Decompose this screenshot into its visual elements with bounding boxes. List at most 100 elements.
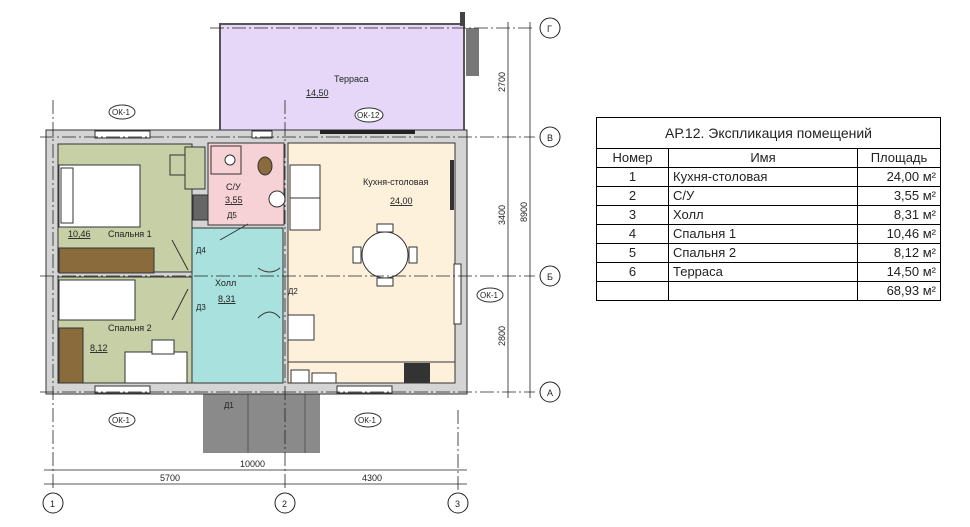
window (251, 130, 273, 139)
terrace-area-value: 14,50 (306, 88, 329, 98)
wardrobe-2 (58, 327, 84, 384)
dim-2700: 2700 (497, 72, 507, 92)
shower-drain (224, 154, 236, 166)
toilet (257, 156, 273, 176)
chair (352, 246, 362, 264)
window (336, 385, 393, 394)
table-total-row: 68,93 м² (596, 281, 941, 301)
cell-area: 10,46 м² (857, 224, 941, 244)
dim-4300: 4300 (362, 473, 382, 483)
counter-appliance (290, 369, 310, 384)
cell-number: 3 (596, 205, 669, 225)
door-d5: Д5 (227, 211, 237, 220)
terrace-door (320, 130, 415, 134)
sink (268, 190, 286, 208)
dim-2800: 2800 (497, 326, 507, 346)
window (453, 263, 462, 325)
hall-name: Холл (215, 278, 236, 288)
door-swings (171, 223, 281, 321)
header-number: Номер (596, 148, 669, 168)
axis-3: 3 (455, 499, 460, 509)
axis-2: 2 (282, 499, 287, 509)
counter-appliance (311, 372, 337, 384)
dining-table (361, 231, 409, 279)
cell-area: 3,55 м² (857, 186, 941, 206)
window-tag: ОК-1 (112, 108, 131, 117)
window (94, 385, 151, 394)
chair-2 (151, 339, 175, 355)
cell-number: 1 (596, 167, 669, 187)
bedroom1-area-value: 10,46 (68, 229, 91, 239)
bathroom-area-value: 3,55 (225, 195, 243, 205)
stove (404, 363, 430, 383)
cell-area: 24,00 м² (857, 167, 941, 187)
door-d1: Д1 (224, 401, 234, 410)
total-area: 68,93 м² (857, 281, 941, 301)
wardrobe-1 (58, 247, 155, 274)
table-title: АР.12. Экспликация помещений (596, 117, 941, 149)
axis-g: Г (547, 24, 552, 34)
window-tag: ОК-1 (112, 416, 131, 425)
cell-number: 2 (596, 186, 669, 206)
cell-name: Терраса (668, 262, 858, 282)
fridge (287, 314, 315, 341)
bathroom-name: С/У (226, 182, 241, 192)
desk-2 (124, 351, 188, 384)
cell-name: Спальня 2 (668, 243, 858, 263)
chair (408, 246, 418, 264)
chair (376, 277, 394, 287)
axis-v: В (547, 133, 553, 143)
cell-name: Кухня-столовая (668, 167, 858, 187)
porch (203, 393, 320, 453)
axis-lines (40, 27, 535, 490)
chair-1 (169, 154, 186, 176)
terrace-area (219, 23, 465, 135)
dim-8900: 8900 (519, 202, 529, 222)
hall-area-value: 8,31 (218, 294, 236, 304)
cell-name: С/У (668, 186, 858, 206)
pillow (60, 167, 74, 224)
cell-area: 8,12 м² (857, 243, 941, 263)
kitchen-name: Кухня-столовая (363, 177, 428, 187)
cell-number: 5 (596, 243, 669, 263)
door-d2: Д2 (288, 287, 298, 296)
door-d3: Д3 (196, 303, 206, 312)
boiler (192, 194, 209, 221)
axis-markers (42, 17, 561, 514)
cell-number: 6 (596, 262, 669, 282)
bedroom2-name: Спальня 2 (108, 323, 152, 333)
cell-area: 14,50 м² (857, 262, 941, 282)
axis-b: Б (547, 272, 553, 282)
window-tag: ОК-1 (358, 416, 377, 425)
room-schedule-table: АР.12. Экспликация помещений Номер Имя П… (596, 117, 941, 301)
cell-name: Спальня 1 (668, 224, 858, 244)
dim-5700: 5700 (160, 473, 180, 483)
cell-area: 8,31 м² (857, 205, 941, 225)
cell-empty (596, 281, 669, 301)
desk-1 (184, 146, 206, 190)
window-tag: ОК-12 (357, 111, 380, 120)
cell-empty (668, 281, 858, 301)
room-hall (191, 227, 284, 384)
cell-number: 4 (596, 224, 669, 244)
chair (376, 223, 394, 233)
terrace-name: Терраса (334, 74, 369, 84)
dim-3400: 3400 (497, 205, 507, 225)
axis-a: А (547, 388, 553, 398)
bedroom2-area-value: 8,12 (90, 343, 108, 353)
door-d4: Д4 (196, 246, 206, 255)
kitchen-area-value: 24,00 (390, 196, 413, 206)
window (94, 130, 151, 139)
table-header: Номер Имя Площадь (596, 148, 941, 168)
window-tag: ОК-1 (480, 291, 499, 300)
axis-1: 1 (50, 499, 55, 509)
cell-name: Холл (668, 205, 858, 225)
